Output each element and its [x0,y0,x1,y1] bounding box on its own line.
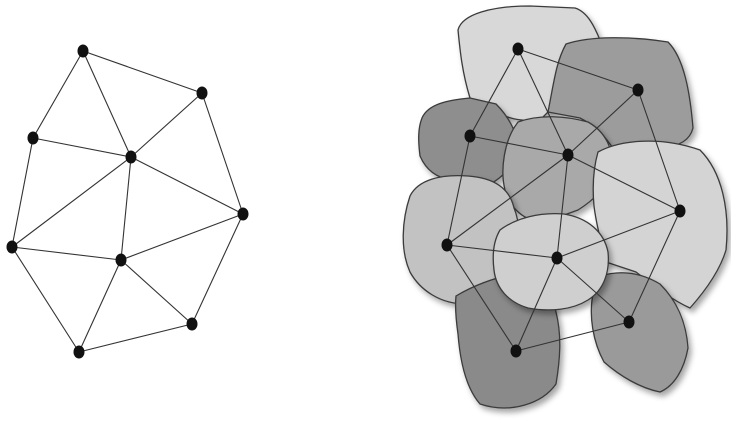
right-cluster-diagram [403,6,727,408]
left-graph-edge [79,260,121,352]
cluster-graph-node [465,130,476,143]
left-graph-node [187,318,198,331]
left-graph-edge [12,138,33,247]
left-graph-node [116,254,127,267]
left-graph-node [74,346,85,359]
cluster-graph-node [563,149,574,162]
left-graph-node [78,45,89,58]
left-graph-edge [121,157,131,260]
left-graph-node [28,132,39,145]
left-graph-edge [33,138,131,157]
left-graph-edge [83,51,131,157]
left-graph-edge [131,93,202,157]
cluster-graph-node [513,43,524,56]
left-graph-node [7,241,18,254]
cluster-graph-node [511,345,522,358]
left-graph-node [126,151,137,164]
cluster-graph-node [552,252,563,265]
left-graph-edge [83,51,202,93]
left-graph-node [238,208,249,221]
left-graph-edge [121,260,192,324]
left-graph [7,45,249,359]
left-graph-node [197,87,208,100]
cluster-graph-node [624,316,635,329]
left-graph-edge [12,247,79,352]
left-graph-edge [33,51,83,138]
left-graph-edge [12,247,121,260]
cluster-graph-node [442,239,453,252]
left-graph-edge [79,324,192,352]
left-graph-edge [12,157,131,247]
cluster-graph-node [675,205,686,218]
cluster-graph-node [633,84,644,97]
cluster-region [493,214,608,310]
